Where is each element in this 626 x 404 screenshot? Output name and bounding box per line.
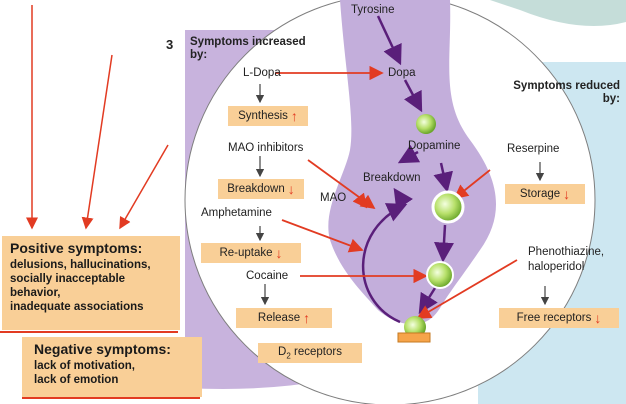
positive-symptom-line: delusions, hallucinations, [10,259,151,271]
reduced-heading: Symptoms reduced by: [513,80,620,105]
positive-symptom-line: inadequate associations [10,301,144,313]
dopamine-label: Dopamine [408,140,461,152]
positive-symptom-line: behavior, [10,287,61,299]
dopamine-vesicle-2 [431,190,465,224]
d2-receptors-box: D2 receptors [258,343,362,363]
free-receptors-label: Free receptors [516,312,592,324]
mao-label: MAO [320,192,347,204]
reserpine-label: Reserpine [507,143,560,155]
amphetamine-label: Amphetamine [201,207,272,219]
decrease-arrow-icon: ↓ [287,181,295,197]
synthesis-label: Synthesis [238,110,288,122]
figure-number: 3 [166,37,174,52]
storage-label: Storage [519,188,561,200]
release-box: Release ↑ [236,308,332,328]
decrease-arrow-icon: ↓ [563,186,571,202]
breakdown-label: Breakdown [363,172,421,184]
breakdown-box-label: Breakdown [227,183,285,195]
increase-arrow-icon: ↑ [290,108,298,124]
haloperidol-label: haloperidol [528,261,585,273]
storage-box: Storage ↓ [505,184,585,204]
negative-symptoms-title: Negative symptoms: [34,341,171,357]
decrease-arrow-icon: ↓ [275,245,283,261]
tyrosine-label: Tyrosine [351,4,395,16]
positive-symptoms-title: Positive symptoms: [10,240,143,256]
positive-symptom-line: socially inacceptable [10,273,126,285]
d2-receptors-label: D2 receptors [278,345,342,361]
positive-symptoms-box: Positive symptoms: delusions, hallucinat… [2,236,180,330]
breakdown-box: Breakdown ↓ [218,179,304,199]
mao-inhibitors-label: MAO inhibitors [228,142,304,154]
synthesis-box: Synthesis ↑ [228,106,308,126]
cocaine-label: Cocaine [246,270,289,282]
top-right-shape [490,0,626,26]
reuptake-label: Re-uptake [219,247,273,259]
negative-symptom-line: lack of motivation, [34,360,135,372]
dopamine-vesicle-3 [426,261,454,289]
increase-arrow-icon: ↑ [303,310,311,326]
increased-heading: Symptoms increased by: [190,36,306,61]
negative-symptom-line: lack of emotion [34,374,119,386]
phenothiazine-label: Phenothiazine, [528,246,605,258]
dopa-label: Dopa [388,67,416,79]
negative-symptoms-box: Negative symptoms: lack of motivation, l… [22,337,202,397]
decrease-arrow-icon: ↓ [594,310,602,326]
ldopa-label: L-Dopa [243,67,281,79]
release-label: Release [257,312,301,324]
dopamine-vesicle-1 [416,114,436,134]
receptor-bar [397,332,431,343]
reuptake-box: Re-uptake ↓ [201,243,301,263]
free-receptors-box: Free receptors ↓ [499,308,619,328]
